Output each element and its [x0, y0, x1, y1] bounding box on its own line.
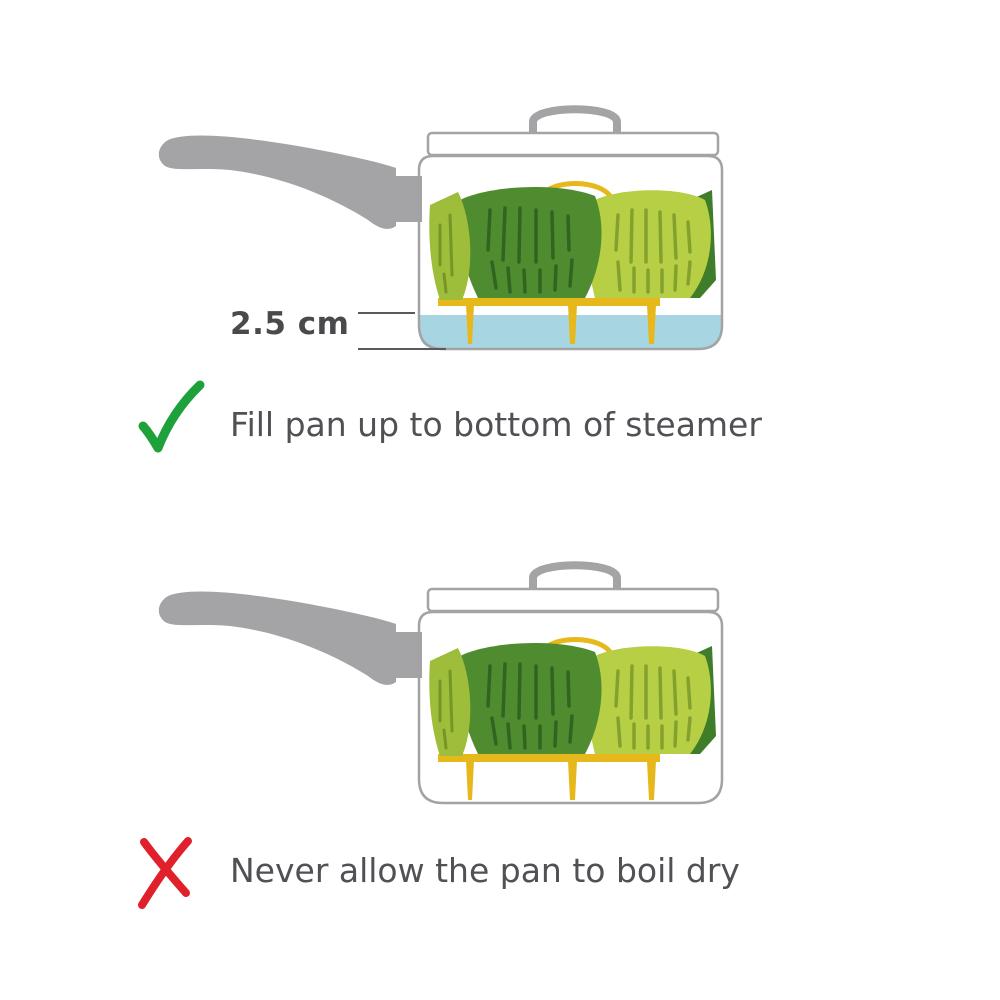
pan-lid-icon — [428, 109, 718, 155]
pan-illustration-dry — [138, 456, 724, 909]
pan-handle-icon — [158, 591, 423, 685]
pan-illustration-with-water — [138, 0, 724, 453]
water-depth-label: 2.5 cm — [230, 306, 350, 342]
caption-correct: Fill pan up to bottom of steamer — [230, 405, 762, 444]
check-icon — [138, 380, 205, 453]
panel-correct: 2.5 cm Fill pan up to bottom of steamer — [0, 0, 1000, 460]
pan-lid-icon — [428, 565, 718, 611]
steamer-basket-icon — [429, 640, 716, 801]
caption-incorrect: Never allow the pan to boil dry — [230, 851, 740, 890]
panel-incorrect: Never allow the pan to boil dry — [0, 456, 1000, 916]
pan-body — [417, 154, 724, 351]
cross-icon — [138, 837, 192, 909]
pan-body — [417, 610, 724, 805]
cross-icon-stroke-1 — [140, 838, 190, 897]
pan-handle-icon — [158, 135, 423, 229]
